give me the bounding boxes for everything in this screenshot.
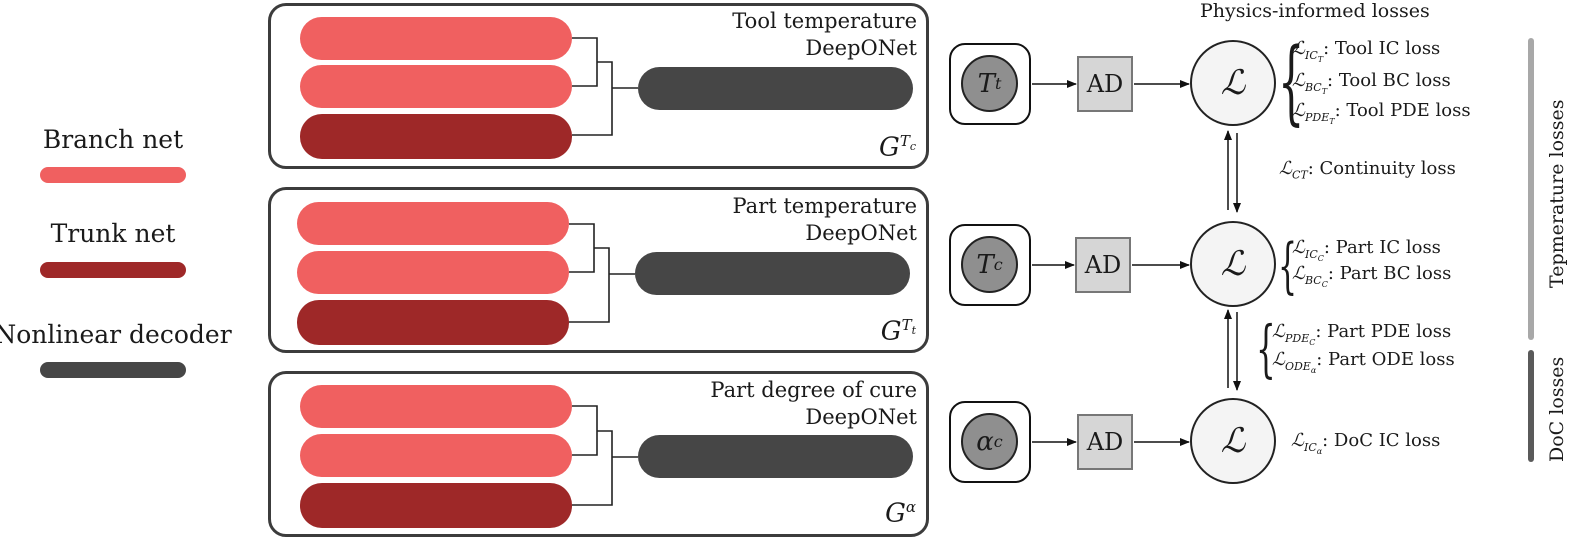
loss-node-part: ℒ — [1190, 221, 1276, 307]
branch-net-2 — [300, 65, 572, 108]
module-tool-temperature: Tool temperature DeepONet GTc — [268, 3, 929, 169]
trunk-net — [300, 114, 572, 159]
loss-node-doc: ℒ — [1190, 398, 1276, 484]
physics-informed-losses-header: Physics-informed losses — [1200, 0, 1430, 22]
loss-continuity: ℒCT: Continuity loss — [1279, 158, 1456, 182]
connector-lines — [572, 405, 638, 506]
loss-tool-bc: ℒBCT: Tool BC loss — [1292, 70, 1451, 96]
branch-net-2 — [300, 434, 572, 477]
nonlinear-decoder — [638, 67, 913, 110]
legend-trunk-label: Trunk net — [50, 219, 176, 248]
connector-lines — [569, 223, 635, 323]
brace-part-pde-losses: { — [1256, 312, 1276, 385]
loss-part-ic: ℒICC: Part IC loss — [1292, 237, 1441, 263]
ad-box-1: AD — [1077, 56, 1133, 112]
module-title: Tool temperature DeepONet — [732, 9, 917, 60]
legend-decoder-label: Nonlinear decoder — [0, 320, 232, 349]
nonlinear-decoder — [638, 435, 913, 478]
operator-label: Gα — [885, 498, 916, 529]
loss-part-pde: ℒPDEC: Part PDE loss — [1272, 321, 1452, 347]
branch-net-1 — [297, 202, 569, 245]
module-part-degree-of-cure: Part degree of cure DeepONet Gα — [268, 371, 929, 537]
loss-part-ode: ℒODEα: Part ODE loss — [1272, 349, 1455, 375]
module-title: Part degree of cure DeepONet — [710, 378, 917, 429]
doc-losses-label: DoC losses — [1546, 356, 1568, 462]
brace-part-losses: { — [1278, 231, 1298, 301]
loss-node-tool: ℒ — [1190, 40, 1276, 126]
legend-trunk-bar — [40, 262, 186, 278]
loss-doc-ic: ℒICα: DoC IC loss — [1291, 430, 1441, 456]
module-part-temperature: Part temperature DeepONet GTt — [268, 187, 929, 353]
nonlinear-decoder — [635, 252, 910, 295]
ad-box-2: AD — [1075, 237, 1131, 293]
legend-branch-bar — [40, 167, 186, 183]
loss-tool-ic: ℒICT: Tool IC loss — [1292, 38, 1441, 64]
operator-label: GTc — [879, 132, 916, 163]
loss-part-bc: ℒBCC: Part BC loss — [1292, 263, 1452, 289]
loss-tool-pde: ℒPDET: Tool PDE loss — [1292, 100, 1471, 126]
branch-net-1 — [300, 385, 572, 428]
legend-decoder-bar — [40, 362, 186, 378]
ad-box-3: AD — [1077, 414, 1133, 470]
temperature-losses-bar — [1528, 38, 1534, 340]
brace-tool-losses: { — [1278, 28, 1305, 135]
branch-net-1 — [300, 17, 572, 60]
trunk-net — [297, 300, 569, 345]
trunk-net — [300, 483, 572, 528]
connector-lines — [572, 37, 638, 136]
operator-label: GTt — [880, 316, 916, 347]
module-title: Part temperature DeepONet — [732, 194, 918, 245]
doc-losses-bar — [1528, 350, 1534, 462]
legend-branch-label: Branch net — [42, 125, 184, 154]
temperature-losses-label: Tepmerature losses — [1546, 99, 1568, 288]
branch-net-2 — [297, 251, 569, 294]
